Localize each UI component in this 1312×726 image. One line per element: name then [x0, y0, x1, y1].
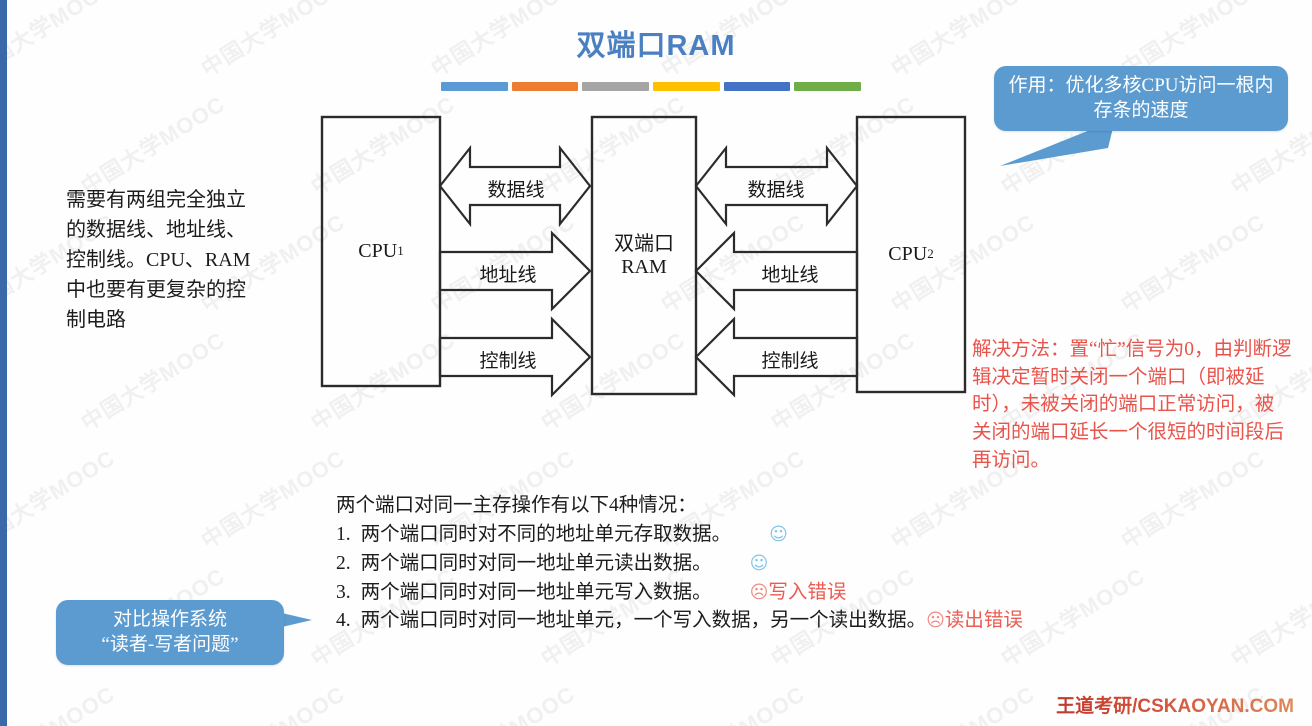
right-address-bus-label: 地址线: [761, 265, 819, 286]
bar-orange: [511, 82, 579, 91]
list-item: 4. 两个端口同时对同一地址单元，一个写入数据，另一个读出数据。☹读出错误: [336, 607, 1196, 636]
list-item-text: 两个端口同时对同一地址单元，一个写入数据，另一个读出数据。: [360, 610, 927, 632]
bar-gray: [582, 82, 650, 91]
frowny-face-icon: ☹: [749, 581, 769, 603]
frowny-face-icon: ☹: [926, 610, 945, 632]
list-item-number: 4.: [336, 610, 351, 632]
cpu2-box: [855, 115, 967, 394]
compare-os-line1: 对比操作系统: [112, 609, 227, 630]
bar-light-blue: [441, 82, 508, 91]
ram-label: 双端口 RAM: [592, 117, 696, 394]
bar-yellow: [653, 82, 720, 91]
cpu1-box: [320, 115, 442, 388]
left-data-bus-label: 数据线: [487, 180, 545, 201]
right-address-bus-arrow: [694, 230, 859, 312]
cases-list: 两个端口对同一主存操作有以下4种情况： 1. 两个端口同时对不同的地址单元存取数据…: [336, 492, 1196, 636]
list-item-text: 两个端口同时对同一地址单元读出数据。: [360, 552, 712, 574]
left-address-bus-arrow: [438, 230, 592, 312]
cases-list-lead: 两个端口对同一主存操作有以下4种情况：: [336, 495, 697, 516]
right-data-bus-arrow: [694, 144, 859, 228]
cpu2-text: CPU: [888, 243, 928, 265]
bar-dark-blue: [723, 82, 791, 91]
smiley-face-icon: ☺: [769, 523, 788, 545]
list-item-number: 3.: [336, 581, 351, 603]
solution-explanation-text: 解决方法：置“忙”信号为0，由判断逻辑决定暂时关闭一个端口（即被延时），未被关闭…: [972, 339, 1292, 471]
bar-green: [794, 82, 862, 91]
footer-brand: 王道考研/CSKAOYAN.COM: [1056, 691, 1294, 718]
right-control-bus-arrow: [694, 316, 859, 398]
left-control-bus-label: 控制线: [479, 351, 537, 372]
cpu2-subscript: 2: [927, 246, 934, 262]
ram-text-line2: RAM: [621, 255, 667, 278]
purpose-callout: 作用：优化多核CPU访问一根内存条的速度: [994, 66, 1288, 132]
list-item: 2. 两个端口同时对同一地址单元读出数据。 ☺: [336, 550, 1196, 579]
left-accent-stripe: [0, 0, 7, 726]
list-item-number: 2.: [336, 552, 351, 574]
list-item-error-note: 写入错误: [768, 581, 847, 603]
compare-os-callout: 对比操作系统 “读者-写者问题”: [56, 600, 284, 666]
compare-os-line2: “读者-写者问题”: [101, 633, 239, 655]
list-item-error-note: 读出错误: [944, 610, 1023, 632]
list-item: 3. 两个端口同时对同一地址单元写入数据。 ☹写入错误: [336, 579, 1196, 608]
cpu1-text: CPU: [358, 240, 398, 262]
left-data-bus-arrow: [438, 144, 592, 228]
ram-box: [590, 115, 698, 396]
smiley-face-icon: ☺: [749, 552, 769, 574]
list-item-text: 两个端口同时对不同的地址单元存取数据。: [360, 523, 732, 545]
left-address-bus-label: 地址线: [479, 265, 537, 286]
list-item: 1. 两个端口同时对不同的地址单元存取数据。 ☺: [336, 521, 1196, 550]
top-callout-tail: [1000, 120, 1115, 166]
title-color-bars: [441, 82, 862, 91]
list-item-number: 1.: [336, 523, 351, 545]
left-explanation-text: 需要有两组完全独立的数据线、地址线、控制线。CPU、RAM中也要有更复杂的控制电…: [66, 189, 251, 331]
left-control-bus-arrow: [438, 316, 592, 398]
list-item-text: 两个端口同时对同一地址单元写入数据。: [360, 581, 712, 603]
right-data-bus-label: 数据线: [747, 180, 805, 201]
slide-title: 双端口RAM: [576, 30, 736, 62]
cpu1-subscript: 1: [397, 243, 404, 259]
right-control-bus-label: 控制线: [761, 351, 819, 372]
ram-text-line1: 双端口: [614, 232, 674, 255]
